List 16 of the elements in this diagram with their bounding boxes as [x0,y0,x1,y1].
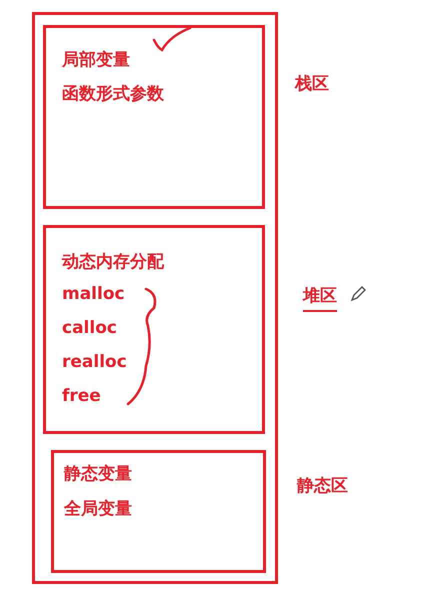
region-item-text: 静态变量 [64,463,132,485]
region-item-text: free [62,385,101,407]
memory-frame [32,12,278,584]
region-item-text: 动态内存分配 [62,251,164,273]
memory-region-box [43,225,265,434]
memory-region-box [51,450,266,573]
region-item-text: realloc [62,351,127,373]
memory-region-box [43,25,265,209]
region-name-label: 栈区 [295,73,329,95]
region-item-text: 函数形式参数 [62,83,164,105]
region-name-label: 静态区 [297,475,348,497]
region-item-text: 全局变量 [64,498,132,520]
region-item-text: calloc [62,317,117,339]
region-item-text: malloc [62,283,125,305]
region-name-label: 堆区 [303,285,337,312]
region-item-text: 局部变量 [62,49,130,71]
